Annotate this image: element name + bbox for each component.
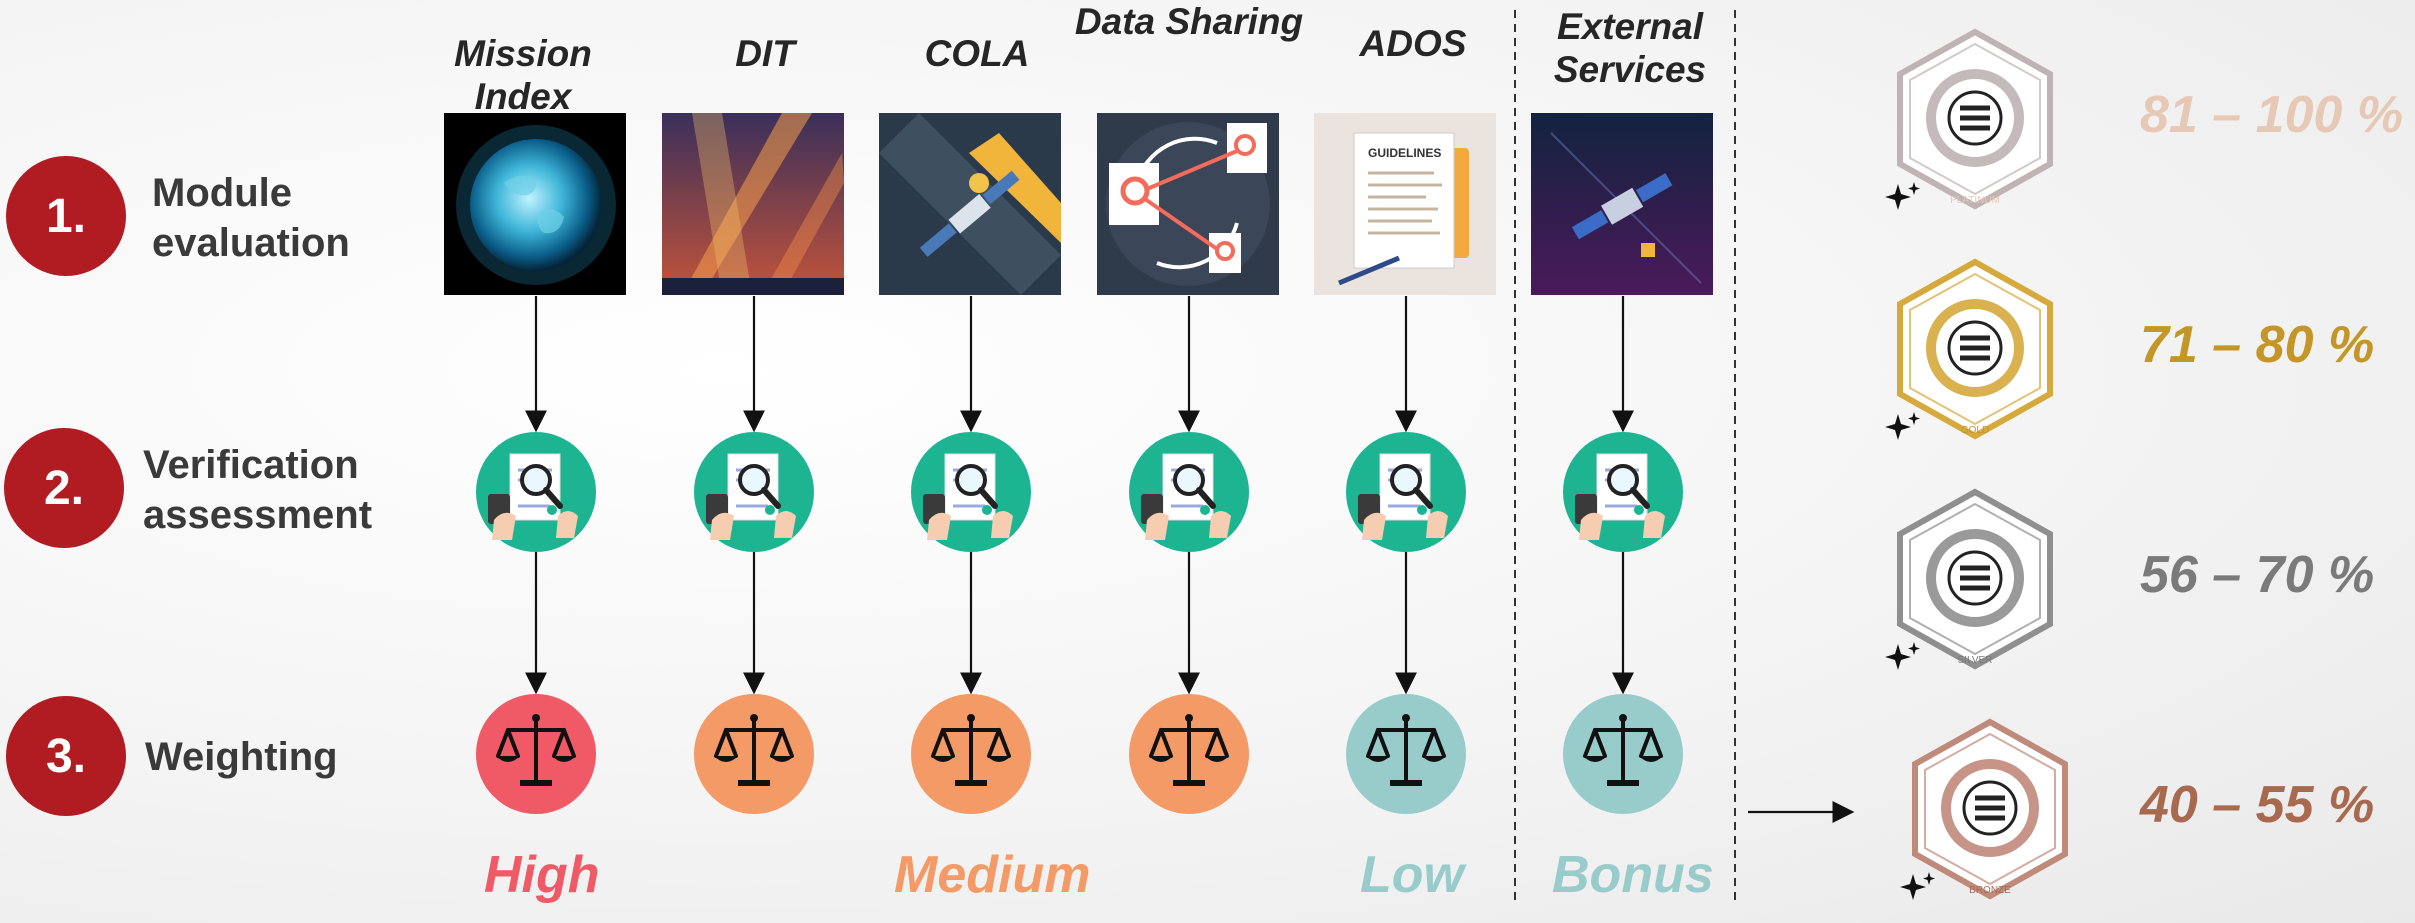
column-title-cola: COLA	[924, 33, 1030, 74]
verification-icon-6	[1561, 430, 1685, 554]
column-title-data-sharing: Data Sharing	[1074, 1, 1304, 42]
cola-satellite-image	[879, 113, 1061, 295]
sparkle-icon	[1884, 410, 1924, 450]
badge-range-silver: 56 – 70 %	[2140, 546, 2375, 604]
dit-lights-image	[662, 113, 844, 295]
badge-range-platinum: 81 – 100 %	[2140, 86, 2404, 144]
weighting-scale-icon-1	[474, 692, 598, 816]
weighting-scale-icon-4	[1127, 692, 1251, 816]
svg-text:BRONZE: BRONZE	[1969, 885, 2011, 896]
verification-icon-1	[474, 430, 598, 554]
badge-bronze: BRONZE	[1905, 718, 2075, 908]
sparkle-icon	[1899, 870, 1939, 910]
verification-icon-2	[692, 430, 816, 554]
badge-range-gold: 71 – 80 %	[2140, 316, 2375, 374]
column-title-external-services: External Services	[1553, 6, 1707, 90]
svg-text:GUIDELINES: GUIDELINES	[1368, 146, 1441, 160]
sparkle-icon	[1884, 180, 1924, 220]
mission-index-earth-image	[444, 113, 626, 295]
column-title-ados: ADOS	[1359, 23, 1467, 64]
weight-label-medium: Medium	[894, 846, 1091, 904]
verification-icon-3	[909, 430, 1033, 554]
weight-label-high: High	[484, 846, 600, 904]
column-title-mission-index: Mission Index	[454, 33, 592, 117]
external-services-satellite-image	[1531, 113, 1713, 295]
step-3-label: Weighting	[145, 735, 338, 779]
svg-text:SILVER: SILVER	[1958, 655, 1993, 666]
step-1-circle: 1.	[6, 156, 126, 276]
weighting-scale-icon-5	[1344, 692, 1468, 816]
step-2-circle: 2.	[4, 428, 124, 548]
column-title-dit: DIT	[735, 33, 795, 74]
badge-gold: GOLD	[1890, 258, 2060, 448]
step-3-circle: 3.	[6, 696, 126, 816]
badge-range-bronze: 40 – 55 %	[2140, 776, 2375, 834]
data-sharing-image	[1097, 113, 1279, 295]
sparkle-icon	[1884, 640, 1924, 680]
weight-label-bonus: Bonus	[1552, 846, 1714, 904]
badge-platinum: PLATINUM	[1890, 28, 2060, 218]
ados-guidelines-image: GUIDELINES	[1314, 113, 1496, 295]
step-1-label: Module evaluation	[152, 171, 350, 265]
weight-label-low: Low	[1360, 846, 1464, 904]
verification-icon-4	[1127, 430, 1251, 554]
svg-text:PLATINUM: PLATINUM	[1950, 195, 2000, 206]
step-2-label: Verification assessment	[143, 443, 373, 537]
weighting-scale-icon-2	[692, 692, 816, 816]
weighting-scale-icon-3	[909, 692, 1033, 816]
verification-icon-5	[1344, 430, 1468, 554]
badge-silver: SILVER	[1890, 488, 2060, 678]
weighting-scale-icon-6	[1561, 692, 1685, 816]
svg-text:GOLD: GOLD	[1961, 425, 1989, 436]
